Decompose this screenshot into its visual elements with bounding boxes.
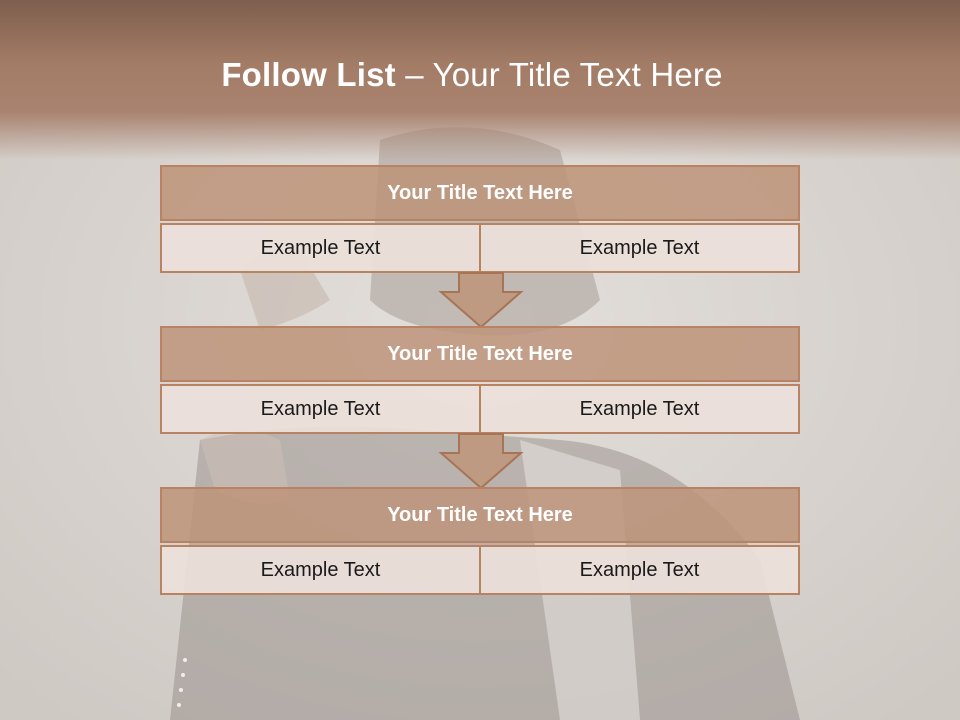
block-title: Your Title Text Here bbox=[160, 165, 800, 221]
slide-title-rest: – Your Title Text Here bbox=[395, 56, 723, 93]
block-cell-left: Example Text bbox=[160, 223, 481, 273]
block-row: Example Text Example Text bbox=[160, 223, 800, 273]
header-band bbox=[0, 0, 960, 160]
block-row: Example Text Example Text bbox=[160, 384, 800, 434]
slide-title-bold: Follow List bbox=[221, 56, 396, 93]
list-block-2: Your Title Text Here Example Text Exampl… bbox=[160, 326, 800, 434]
block-title: Your Title Text Here bbox=[160, 487, 800, 543]
block-cell-right: Example Text bbox=[481, 545, 800, 595]
list-block-3: Your Title Text Here Example Text Exampl… bbox=[160, 487, 800, 595]
block-row: Example Text Example Text bbox=[160, 545, 800, 595]
list-block-1: Your Title Text Here Example Text Exampl… bbox=[160, 165, 800, 273]
block-cell-right: Example Text bbox=[481, 223, 800, 273]
down-arrow-icon bbox=[438, 433, 524, 489]
block-cell-left: Example Text bbox=[160, 545, 481, 595]
block-cell-right: Example Text bbox=[481, 384, 800, 434]
down-arrow-icon bbox=[438, 272, 524, 328]
block-cell-left: Example Text bbox=[160, 384, 481, 434]
slide-title: Follow List – Your Title Text Here bbox=[0, 56, 944, 94]
block-title: Your Title Text Here bbox=[160, 326, 800, 382]
